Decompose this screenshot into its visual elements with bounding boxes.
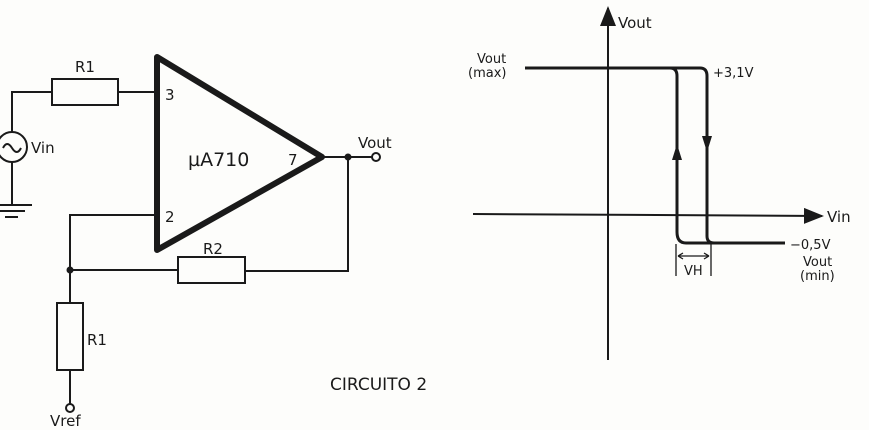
hysteresis-graph: Vout Vin Vout (max) +3,1V −0,5V Vout (mi… xyxy=(468,6,851,360)
resistor-r2 xyxy=(177,256,246,284)
circuit-title: CIRCUITO 2 xyxy=(330,375,427,395)
opamp-triangle xyxy=(154,54,325,253)
vmax-label: Vout xyxy=(477,52,506,67)
vmax-value: +3,1V xyxy=(713,66,754,81)
sine-icon xyxy=(2,143,22,153)
r2-label: R2 xyxy=(203,240,223,258)
vout-label: Vout xyxy=(358,134,392,152)
x-axis xyxy=(472,207,824,224)
pin-2-label: 2 xyxy=(165,208,175,226)
opamp-label: µA710 xyxy=(188,149,249,171)
y-axis-label: Vout xyxy=(618,14,652,32)
vout-terminal xyxy=(371,152,381,162)
vmin-label: Vout xyxy=(803,255,832,270)
vref-terminal xyxy=(65,403,75,413)
resistor-r1-ref xyxy=(56,302,84,371)
input-wire xyxy=(11,91,157,132)
r1-ref-label: R1 xyxy=(87,331,107,349)
curve-rising xyxy=(669,66,714,245)
wires xyxy=(69,156,372,404)
junction-dot xyxy=(344,153,352,161)
r1-input-label: R1 xyxy=(75,58,95,76)
vh-label: VH xyxy=(684,264,703,279)
pin-7-label: 7 xyxy=(288,151,298,169)
pin-3-label: 3 xyxy=(165,86,175,104)
x-axis-label: Vin xyxy=(827,208,851,226)
vmin-value: −0,5V xyxy=(790,238,831,253)
vref-label: Vref xyxy=(50,412,81,430)
vmax-sub: (max) xyxy=(468,66,506,81)
vmin-sub: (min) xyxy=(800,269,835,284)
curve-falling xyxy=(525,66,785,245)
resistor-r1-input xyxy=(51,78,119,106)
arrow-down-icon xyxy=(702,136,712,152)
junction-dot xyxy=(66,266,74,274)
vh-dimension xyxy=(675,244,712,276)
arrow-up-icon xyxy=(672,144,682,160)
vin-label: Vin xyxy=(31,139,55,157)
circuit: R1 Vin 3 2 µA710 7 Vout R2 R1 Vref CIRCU… xyxy=(0,54,427,430)
ground-icon xyxy=(0,162,32,218)
